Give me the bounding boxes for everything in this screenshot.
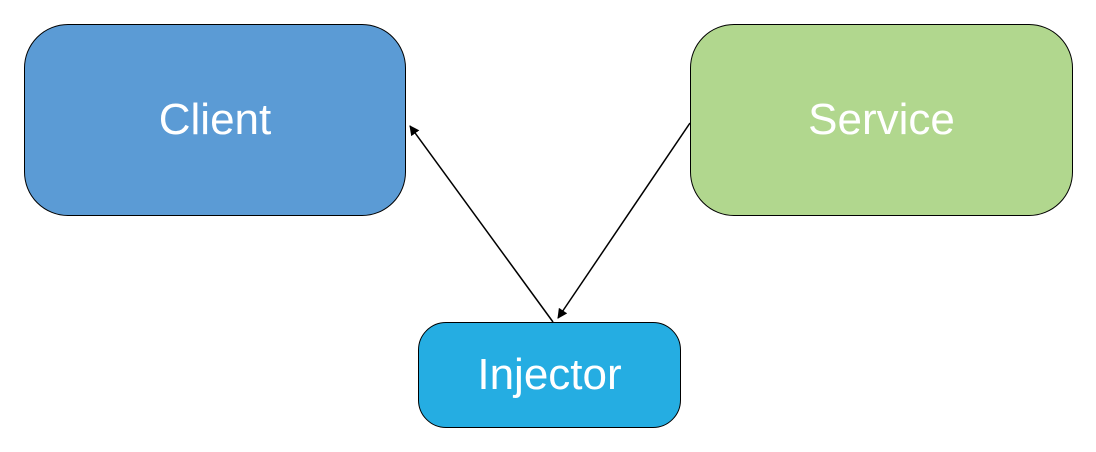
edge-service-to-injector	[557, 122, 691, 319]
client-node: Client	[24, 24, 406, 216]
edge-injector-to-client	[409, 125, 554, 323]
client-label: Client	[158, 95, 272, 144]
injector-node: Injector	[418, 322, 681, 428]
injector-label: Injector	[477, 350, 622, 399]
service-node: Service	[690, 24, 1073, 216]
service-label: Service	[808, 95, 955, 144]
